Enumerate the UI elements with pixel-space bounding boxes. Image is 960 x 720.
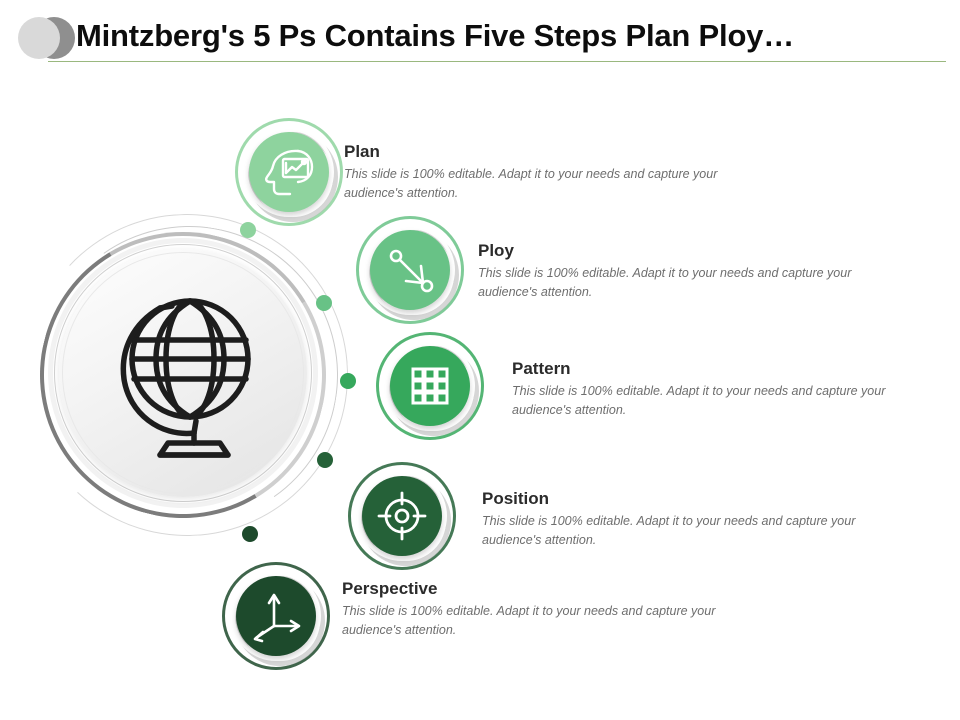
node-halo <box>235 118 343 226</box>
title-divider <box>48 61 946 62</box>
step-body-position: This slide is 100% editable. Adapt it to… <box>482 514 856 547</box>
node-white-ring <box>385 341 475 431</box>
page-title: Mintzberg's 5 Ps Contains Five Steps Pla… <box>76 18 795 53</box>
hub-globe <box>9 201 357 549</box>
step-title-plan: Plan <box>344 142 380 161</box>
node-white-ring <box>357 471 447 561</box>
crosshair-target-icon <box>362 476 442 556</box>
hub-ring-thin <box>54 244 312 502</box>
step-text-pattern: Pattern This slide is 100% editable. Ada… <box>512 358 932 420</box>
node-disc <box>390 346 470 426</box>
step-title-ploy: Ploy <box>478 241 514 260</box>
head-chart-icon <box>249 132 329 212</box>
step-text-ploy: Ploy This slide is 100% editable. Adapt … <box>478 240 898 302</box>
title-bullet-front-circle <box>18 17 60 59</box>
step-node-ploy[interactable] <box>356 216 464 324</box>
step-node-perspective[interactable] <box>222 562 330 670</box>
step-body-perspective: This slide is 100% editable. Adapt it to… <box>342 604 716 637</box>
connector-dot-plan <box>240 222 256 238</box>
title-bar: Mintzberg's 5 Ps Contains Five Steps Pla… <box>0 0 960 72</box>
hub-inner-edge <box>62 252 304 494</box>
node-halo <box>356 216 464 324</box>
grid-squares-icon <box>390 346 470 426</box>
step-body-ploy: This slide is 100% editable. Adapt it to… <box>478 266 852 299</box>
node-white-ring <box>244 127 334 217</box>
connector-dot-pattern <box>340 373 356 389</box>
step-text-plan: Plan This slide is 100% editable. Adapt … <box>344 141 764 203</box>
diagonal-arrow-nodes-icon <box>370 230 450 310</box>
node-disc <box>249 132 329 212</box>
step-node-pattern[interactable] <box>376 332 484 440</box>
connector-dot-perspective <box>242 526 258 542</box>
connector-dot-position <box>317 452 333 468</box>
hub-ring-outer-light <box>48 238 318 508</box>
step-node-plan[interactable] <box>235 118 343 226</box>
step-text-perspective: Perspective This slide is 100% editable.… <box>342 578 762 640</box>
step-node-position[interactable] <box>348 462 456 570</box>
step-title-pattern: Pattern <box>512 359 571 378</box>
globe-icon <box>98 287 268 463</box>
node-halo <box>348 462 456 570</box>
step-body-plan: This slide is 100% editable. Adapt it to… <box>344 167 718 200</box>
node-halo <box>376 332 484 440</box>
node-white-ring <box>365 225 455 315</box>
step-text-position: Position This slide is 100% editable. Ad… <box>482 488 902 550</box>
node-halo <box>222 562 330 670</box>
step-body-pattern: This slide is 100% editable. Adapt it to… <box>512 384 886 417</box>
node-disc <box>362 476 442 556</box>
three-axis-icon <box>236 576 316 656</box>
step-title-perspective: Perspective <box>342 579 438 598</box>
step-title-position: Position <box>482 489 550 508</box>
node-white-ring <box>231 571 321 661</box>
node-disc <box>236 576 316 656</box>
connector-dot-ploy <box>316 295 332 311</box>
